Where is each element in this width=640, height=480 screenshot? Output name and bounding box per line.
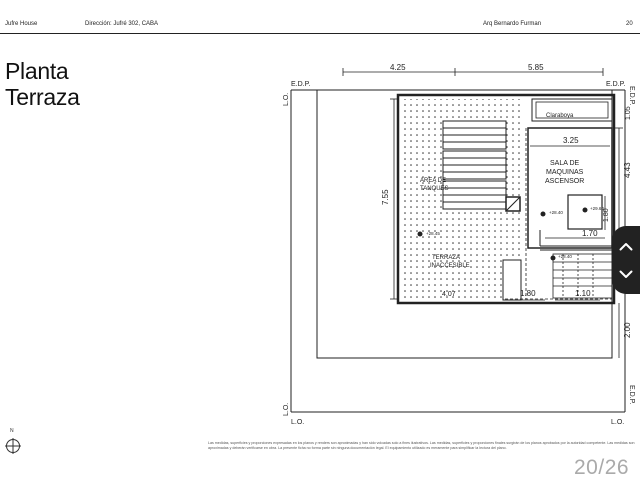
tanks-label: AREA DE: [420, 178, 446, 184]
north-compass-icon: [5, 438, 21, 454]
dimension-label: 1.10: [575, 289, 591, 298]
water-tanks: [442, 120, 521, 212]
edp-label: E.D.P.: [628, 385, 635, 404]
project-name: Jufre House: [5, 21, 38, 27]
terrace-label: TERRAZA: [432, 255, 460, 261]
project-address: Dirección: Jufré 302, CABA: [85, 21, 159, 27]
compass-north-label: N: [10, 428, 14, 434]
page-title-line-2: Terraza: [5, 84, 80, 110]
stairs: [505, 128, 613, 300]
chevron-up-icon: [619, 242, 633, 250]
machine-room-label: SALA DE: [550, 160, 580, 167]
level-label: +29.60: [590, 206, 604, 211]
chevron-down-icon: [619, 270, 633, 278]
next-slide-button[interactable]: [612, 259, 640, 289]
page-title: Planta Terraza: [5, 58, 80, 110]
dimension-label: 4.43: [623, 162, 632, 178]
machine-room-label: ASCENSOR: [545, 178, 584, 185]
disclaimer-text: Las medidas, superficies y proporciones …: [208, 441, 635, 450]
edp-label: E.D.P.: [291, 81, 310, 88]
previous-slide-button[interactable]: [612, 231, 640, 261]
dimension-label: 7.55: [381, 189, 390, 205]
dimension-label: 4.07: [442, 291, 456, 298]
dimension-label: 1.70: [582, 229, 598, 238]
dimension-label: 1.05: [625, 106, 632, 120]
lo-label: L.O.: [291, 419, 304, 426]
dimension-label: 5.85: [528, 63, 544, 72]
edp-label: E.D.P.: [606, 81, 625, 88]
tanks-label: TANQUES: [420, 186, 449, 192]
dimension-label: 1.80: [603, 208, 610, 222]
claraboya-label: Claraboya: [546, 113, 574, 119]
machine-room: [527, 98, 613, 251]
level-label: +28.45: [426, 231, 440, 236]
lo-label: L.O.: [283, 93, 290, 106]
header-divider: [0, 33, 640, 34]
building-outline: [396, 93, 616, 305]
edp-label: E.D.P.: [628, 86, 635, 105]
dimension-label: 1.80: [520, 289, 536, 298]
page-counter: 20/26: [574, 456, 630, 479]
level-label: +28.40: [549, 210, 563, 215]
architect-name: Arq Bernardo Furman: [483, 21, 542, 27]
dimension-label: 2.00: [623, 322, 632, 338]
plan-labels: E.D.P. E.D.P. E.D.P. E.D.P. L.O. L.O. L.…: [283, 63, 635, 426]
terrace-label: INACCESIBLE: [430, 263, 470, 269]
dimension-label: 4.25: [390, 63, 406, 72]
slide-navigator: [612, 226, 640, 294]
header-page-number: 20: [626, 21, 633, 27]
dimension-label: 3.25: [563, 136, 579, 145]
level-label: +28.40: [558, 254, 572, 259]
lo-label: L.O.: [611, 419, 624, 426]
page-title-line-1: Planta: [5, 58, 69, 84]
level-markers: [417, 207, 588, 261]
lo-label: L.O.: [283, 403, 290, 416]
machine-room-label: MAQUINAS: [546, 169, 584, 176]
north-compass: N: [5, 428, 21, 459]
